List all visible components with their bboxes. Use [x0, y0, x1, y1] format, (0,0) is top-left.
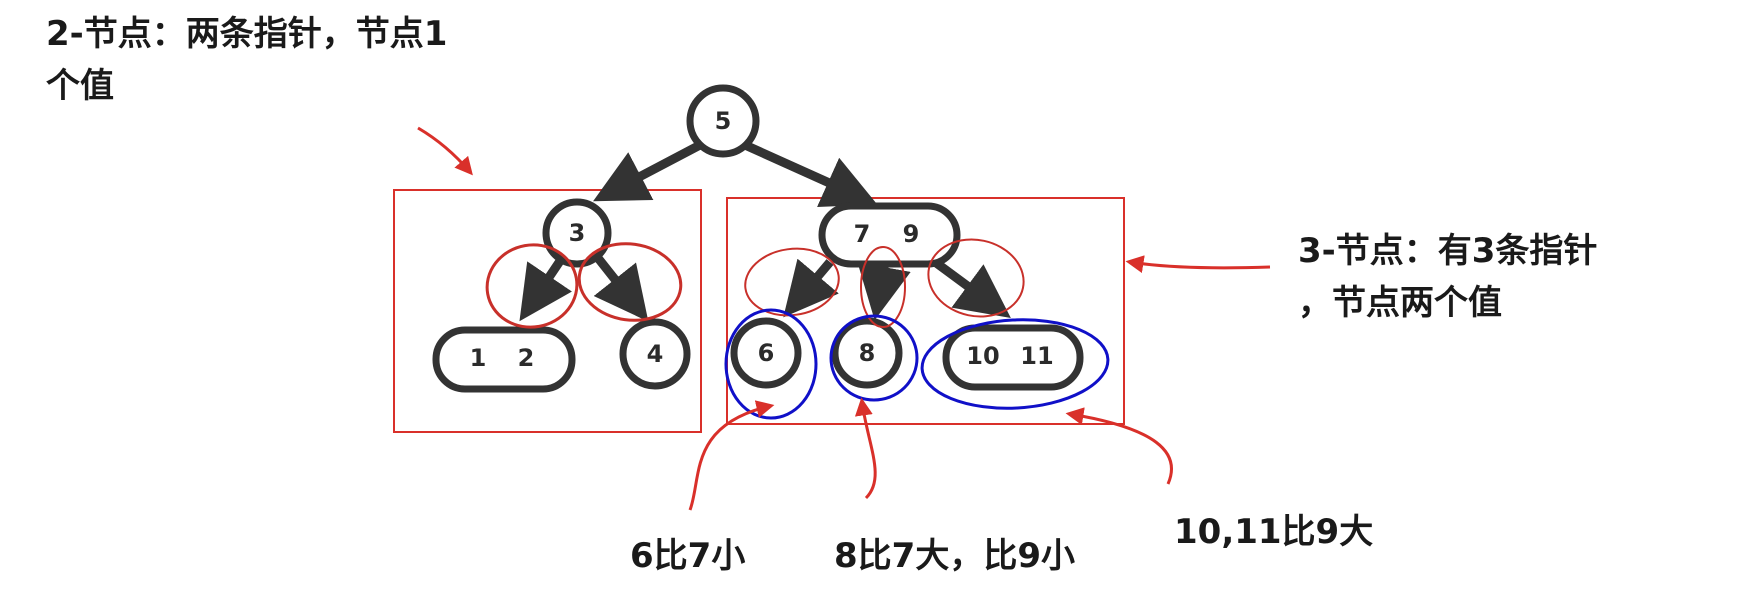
- edge-5-to-79: [743, 140, 878, 208]
- node-7-label: 7: [854, 220, 871, 248]
- edge-79-to-6: [783, 258, 839, 318]
- edge-79-to-1011: [932, 258, 1011, 319]
- arrow-to-node-10-11: [1065, 407, 1173, 485]
- node-2-label: 2: [518, 344, 535, 372]
- arrow-to-node-8: [854, 397, 877, 500]
- pointer-ellipse-left-2: [577, 242, 683, 322]
- blue-circle-10-11: [920, 318, 1110, 410]
- node-10-label: 10: [966, 342, 999, 370]
- blue-circle-6: [724, 308, 818, 420]
- node-8: 8: [831, 317, 903, 389]
- two-node-annotation-line2: 个值: [46, 66, 114, 106]
- three-node-annotation-line1: 3-节点：有3条指针: [1298, 231, 1598, 271]
- node-5: 5: [686, 84, 760, 158]
- blue-circle-8: [829, 314, 919, 402]
- arrow-to-right-box: [1125, 255, 1271, 274]
- node-3: 3: [542, 198, 612, 268]
- pointer-ellipse-right-3: [927, 238, 1025, 318]
- caption-eight: 8比7大，比9小: [834, 536, 1075, 576]
- edge-79-to-8: [857, 261, 911, 321]
- caption-six: 6比7小: [630, 536, 746, 576]
- node-6: 6: [730, 317, 802, 389]
- arrow-to-left-box: [417, 126, 473, 176]
- pointer-ellipse-right-2: [860, 246, 906, 328]
- two-node-group-box: [393, 189, 702, 433]
- edge-3-to-12: [519, 255, 573, 322]
- node-6-label: 6: [758, 339, 775, 367]
- node-5-label: 5: [715, 107, 732, 135]
- three-node-group-box: [726, 197, 1125, 425]
- three-node-annotation: 3-节点：有3条指针 ，节点两个值: [1298, 225, 1597, 329]
- node-9-label: 9: [903, 220, 920, 248]
- node-1-2: 1 2: [432, 326, 576, 393]
- two-node-annotation: 2-节点：两条指针，节点1 个值: [46, 8, 447, 112]
- node-1-label: 1: [470, 344, 487, 372]
- edge-5-to-3: [593, 141, 703, 202]
- node-8-label: 8: [859, 339, 876, 367]
- node-4: 4: [619, 318, 691, 390]
- three-node-annotation-line2: ，节点两个值: [1298, 283, 1502, 323]
- node-11-label: 11: [1020, 342, 1053, 370]
- edge-3-to-4: [593, 255, 649, 322]
- node-4-label: 4: [647, 340, 664, 368]
- caption-ten-eleven: 10,11比9大: [1174, 512, 1374, 552]
- arrow-to-node-6: [688, 400, 775, 511]
- pointer-ellipse-right-1: [744, 247, 840, 317]
- node-3-label: 3: [569, 219, 586, 247]
- two-node-annotation-line1: 2-节点：两条指针，节点1: [46, 14, 448, 54]
- pointer-ellipse-left-1: [485, 243, 579, 329]
- node-10-11: 10 11: [942, 324, 1084, 391]
- node-7-9: 7 9: [818, 202, 961, 268]
